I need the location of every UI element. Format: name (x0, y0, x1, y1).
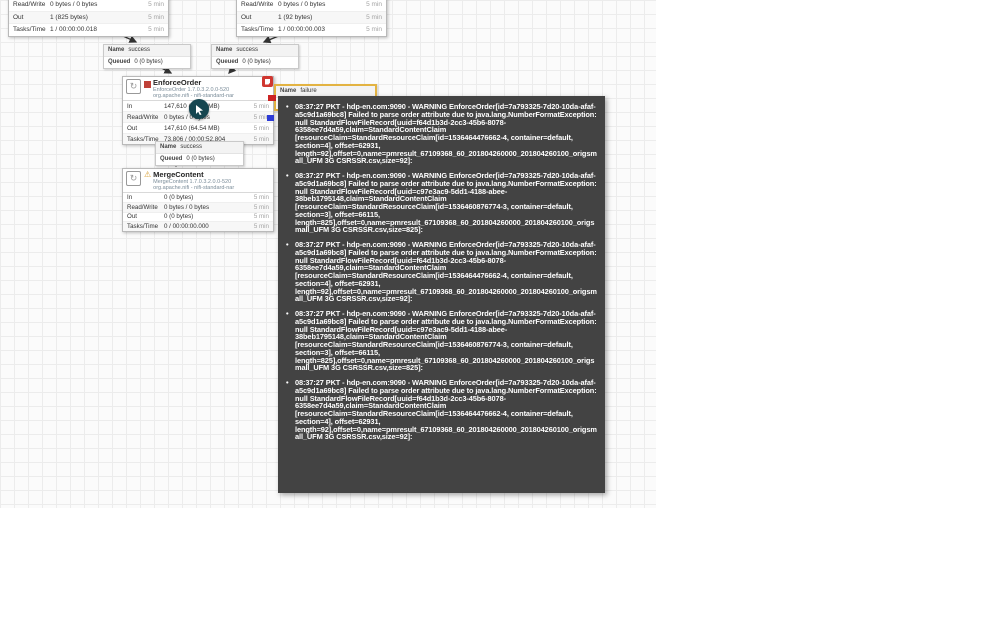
processor-type-icon: ↻ (126, 171, 141, 186)
stat-row: In 0 (0 bytes) 5 min (123, 193, 273, 202)
stat-label: Read/Write (241, 1, 274, 9)
processor-upstream-1[interactable]: Read/Write 0 bytes / 0 bytes 5 min Out 1… (8, 0, 169, 37)
note-icon (265, 78, 270, 85)
processor-name: MergeContent (153, 170, 204, 179)
connection-queued-key: Queued (108, 59, 131, 65)
connection-endpoint-marker-blue (267, 115, 274, 121)
bulletin-message: 08:37:27 PKT - hdp-en.com:9090 - WARNING… (285, 379, 597, 441)
stat-window: 5 min (253, 213, 269, 221)
bulletin-message: 08:37:27 PKT - hdp-en.com:9090 - WARNING… (285, 241, 597, 303)
stat-row: Out 1 (825 bytes) 5 min (9, 10, 168, 24)
stat-window: 5 min (253, 124, 269, 132)
stat-value: 0 bytes / 0 bytes (50, 1, 98, 9)
stat-value: 147,610 (64.54 MB) (164, 124, 220, 132)
stat-window: 5 min (148, 1, 164, 9)
stat-label: Read/Write (127, 203, 158, 211)
stat-window: 5 min (253, 102, 269, 110)
processor-merge-content[interactable]: ↻ ⚠ MergeContent MergeContent 1.7.0.3.2.… (122, 168, 274, 233)
stat-value: 1 (825 bytes) (50, 13, 88, 21)
bulletin-message: 08:37:27 PKT - hdp-en.com:9090 - WARNING… (285, 310, 597, 372)
stat-label: Tasks/Time (127, 223, 159, 231)
connection-name-value: failure (300, 88, 317, 94)
processor-name: EnforceOrder (153, 78, 202, 87)
stat-row: Tasks/Time 1 / 00:00:00.018 5 min (9, 23, 168, 36)
stat-value: 1 / 00:00:00.018 (50, 26, 97, 34)
stat-label: Read/Write (127, 113, 159, 121)
processor-bundle: org.apache.nifi - nifi-standard-nar (153, 93, 235, 99)
stat-row: Out 0 (0 bytes) 5 min (123, 211, 273, 222)
bulletin-message: 08:37:27 PKT - hdp-en.com:9090 - WARNING… (285, 172, 597, 234)
processor-header: ↻ ⚠ MergeContent MergeContent 1.7.0.3.2.… (123, 169, 273, 192)
stat-label: Read/Write (13, 1, 46, 9)
bulletin-list: 08:37:27 PKT - hdp-en.com:9090 - WARNING… (285, 103, 597, 441)
stat-row: Read/Write 0 bytes / 0 bytes 5 min (237, 0, 386, 11)
connection-name-value: success (236, 47, 259, 53)
connection-name-key: Name (108, 47, 125, 53)
mouse-cursor-icon (189, 99, 209, 119)
stat-window: 5 min (366, 26, 382, 34)
stat-window: 5 min (253, 113, 269, 121)
stat-label: Tasks/Time (13, 26, 46, 34)
connection-endpoint-marker-red (268, 95, 276, 101)
connection-label-success-3[interactable]: Name success Queued 0 (0 bytes) (155, 141, 244, 166)
connection-queued-value: 0 (0 bytes) (186, 156, 215, 162)
stopped-state-icon (144, 81, 151, 88)
stat-value: 1 (92 bytes) (278, 13, 313, 21)
connection-label-success-2[interactable]: Name success Queued 0 (0 bytes) (211, 44, 299, 69)
stat-label: In (127, 102, 133, 110)
stat-window: 5 min (366, 13, 382, 21)
invalid-warning-icon: ⚠ (144, 170, 152, 179)
stat-value: 1 / 00:00:00.003 (278, 26, 325, 34)
stat-value: 0 bytes / 0 bytes (278, 1, 326, 9)
connection-name-value: success (180, 144, 203, 150)
processor-type-version: MergeContent 1.7.0.3.2.0.0-520 (153, 179, 232, 185)
stat-row: Tasks/Time 73,806 / 00:00:52.804 5 min (123, 133, 273, 144)
stat-row: Out 147,610 (64.54 MB) 5 min (123, 122, 273, 133)
stat-window: 5 min (253, 223, 269, 231)
processor-bundle: org.apache.nifi - nifi-standard-nar (153, 185, 235, 191)
stat-label: Tasks/Time (127, 135, 159, 143)
stat-row: Out 1 (92 bytes) 5 min (237, 10, 386, 24)
bulletin-tooltip: 08:37:27 PKT - hdp-en.com:9090 - WARNING… (278, 96, 605, 493)
stat-value: 0 bytes / 0 bytes (164, 203, 210, 211)
stat-row: Tasks/Time 0 / 00:00:00.000 5 min (123, 221, 273, 232)
stat-window: 5 min (253, 193, 269, 201)
connection-queued-value: 0 (0 bytes) (134, 59, 163, 65)
connection-queued-value: 0 (0 bytes) (242, 59, 271, 65)
stat-value: 0 (0 bytes) (164, 213, 194, 221)
connection-name-key: Name (160, 144, 177, 150)
connection-label-success-1[interactable]: Name success Queued 0 (0 bytes) (103, 44, 191, 69)
processor-type-version: EnforceOrder 1.7.0.3.2.0.0-520 (153, 87, 230, 93)
connection-name-key: Name (280, 88, 297, 94)
stat-label: In (127, 193, 133, 201)
stat-window: 5 min (253, 203, 269, 211)
bulletin-message: 08:37:27 PKT - hdp-en.com:9090 - WARNING… (285, 103, 597, 165)
stat-label: Out (13, 13, 24, 21)
stat-row: Tasks/Time 1 / 00:00:00.003 5 min (237, 23, 386, 36)
stat-value: 73,806 / 00:00:52.804 (164, 135, 226, 143)
connection-name-key: Name (216, 47, 233, 53)
stat-window: 5 min (148, 26, 164, 34)
nifi-flow-canvas[interactable]: Read/Write 0 bytes / 0 bytes 5 min Out 1… (0, 0, 656, 508)
stat-value: 0 (0 bytes) (164, 193, 194, 201)
processor-header: ↻ EnforceOrder EnforceOrder 1.7.0.3.2.0.… (123, 77, 273, 100)
stat-row: Read/Write 0 bytes / 0 bytes 5 min (123, 201, 273, 212)
stat-window: 5 min (253, 135, 269, 143)
connection-name-value: success (128, 47, 151, 53)
stat-label: Out (127, 124, 138, 132)
stat-value: 0 / 00:00:00.000 (164, 223, 209, 231)
processor-upstream-2[interactable]: Read/Write 0 bytes / 0 bytes 5 min Out 1… (236, 0, 387, 37)
stat-label: Out (241, 13, 252, 21)
processor-type-icon: ↻ (126, 79, 141, 94)
connection-queued-key: Queued (216, 59, 239, 65)
stat-label: Out (127, 213, 137, 221)
stat-row: Read/Write 0 bytes / 0 bytes 5 min (9, 0, 168, 11)
stat-value: 0 bytes / 0 bytes (164, 113, 210, 121)
stat-label: Tasks/Time (241, 26, 274, 34)
bulletin-indicator-icon[interactable] (262, 76, 273, 87)
stat-window: 5 min (366, 1, 382, 9)
connection-queued-key: Queued (160, 156, 183, 162)
stat-window: 5 min (148, 13, 164, 21)
